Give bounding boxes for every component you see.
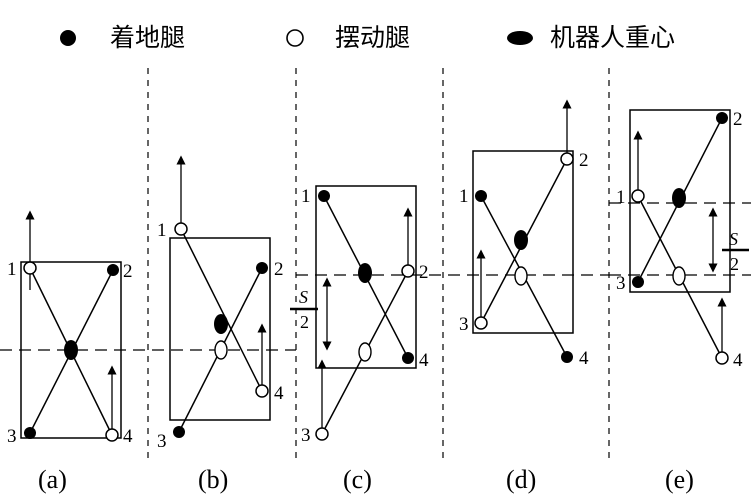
leg-number-label: 1 (459, 186, 469, 207)
half-stride-numerator: S (299, 287, 308, 307)
leg-number-label: 3 (157, 431, 167, 452)
leg-number-label: 2 (123, 261, 133, 282)
panel-b: 1 2 3 4 (b) (157, 155, 284, 494)
leg-number-label: 1 (7, 259, 17, 280)
com-legend-marker (507, 31, 533, 45)
leg-number-label: 1 (157, 220, 167, 241)
leg-number-label: 3 (301, 425, 311, 446)
legend-swing-label: 摆动腿 (335, 23, 410, 52)
reference-lines (0, 202, 751, 351)
caption-d: (d) (506, 465, 536, 494)
leg-number-label: 3 (7, 426, 17, 447)
leg-number-label: 2 (419, 262, 429, 283)
leg-number-label: 3 (616, 273, 626, 294)
leg-number-label: 2 (274, 259, 284, 280)
panel-d: 1 2 3 4 (d) (459, 99, 589, 494)
leg-number-label: 1 (301, 186, 311, 207)
leg-number-label: 2 (579, 150, 589, 171)
leg-number-label: 4 (419, 350, 429, 371)
panel-a: 1 2 3 4 (a) (7, 210, 133, 494)
half-stride-denominator-e: 2 (730, 254, 739, 274)
leg-number-label: 2 (733, 109, 743, 130)
caption-e: (e) (665, 465, 694, 494)
legend-stance-label: 着地腿 (110, 23, 185, 52)
caption-b: (b) (198, 465, 228, 494)
caption-c: (c) (343, 465, 372, 494)
leg-number-label: 1 (616, 187, 626, 208)
leg-number-label: 3 (459, 314, 469, 335)
panel-e: S 2 1 2 3 4 (e) (616, 109, 749, 494)
legend: 着地腿 摆动腿 机器人重心 (60, 23, 675, 52)
panel-c: S 2 1 2 3 4 (c) (290, 185, 429, 494)
leg-number-label: 4 (274, 383, 284, 404)
leg-number-label: 4 (733, 350, 743, 371)
half-stride-numerator-e: S (729, 229, 738, 249)
leg-number-label: 4 (579, 348, 589, 369)
stance-leg-legend-marker (60, 30, 76, 46)
leg-number-label: 4 (123, 426, 133, 447)
swing-leg-legend-marker (286, 29, 304, 47)
legend-com-label: 机器人重心 (550, 23, 675, 52)
caption-a: (a) (38, 465, 67, 494)
half-stride-denominator: 2 (300, 312, 309, 332)
panel-separators (147, 68, 610, 462)
